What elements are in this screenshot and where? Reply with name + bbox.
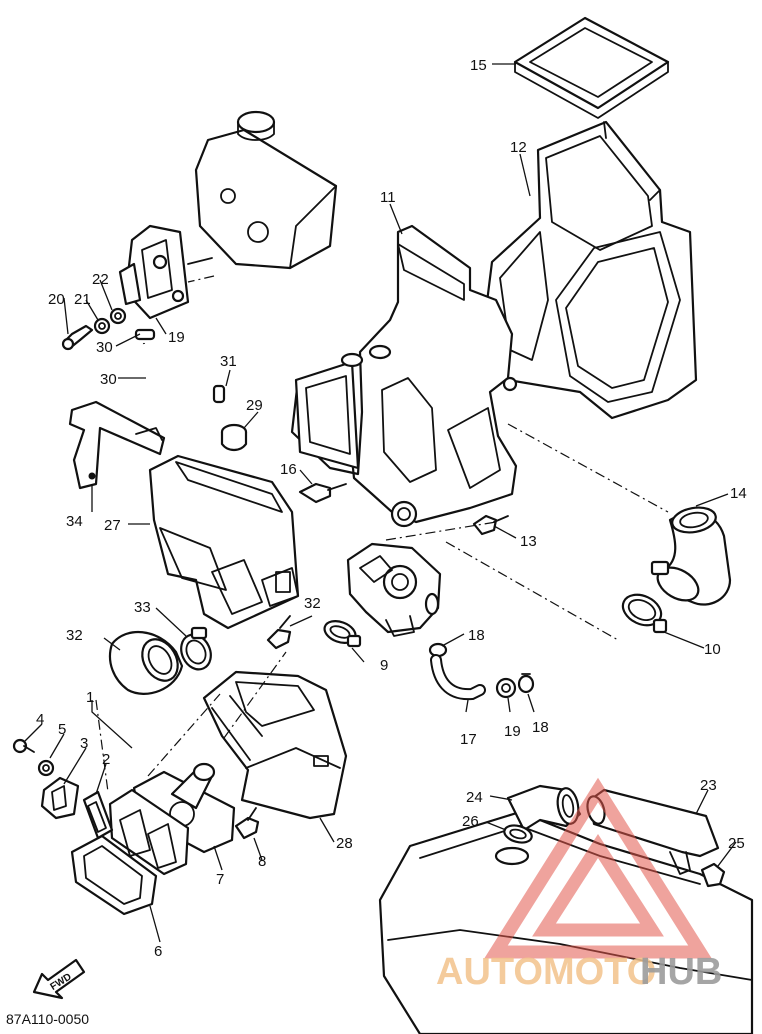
callout-24: 23 bbox=[700, 777, 717, 794]
clamp-part-9 bbox=[323, 620, 362, 648]
callout-21: 20 bbox=[48, 291, 65, 308]
callout-18-lower: 18 bbox=[532, 719, 549, 736]
forward-direction-arrow: FWD bbox=[32, 958, 86, 1000]
callout-19: 19 bbox=[504, 723, 521, 740]
callout-30: 29 bbox=[246, 397, 263, 414]
callout-12: 12 bbox=[510, 139, 527, 156]
callout-4: 4 bbox=[36, 711, 44, 728]
bolt-part-13 bbox=[472, 514, 509, 536]
callout-33: 32 bbox=[304, 595, 321, 612]
callout-9: 9 bbox=[380, 657, 388, 674]
callout-17: 17 bbox=[460, 731, 477, 748]
callout-34: 32 bbox=[66, 627, 83, 644]
bracket-part-36 bbox=[68, 400, 166, 490]
joint-part-14 bbox=[650, 506, 732, 606]
washer-part-5 bbox=[37, 759, 55, 777]
callout-20: 19 bbox=[168, 329, 185, 346]
clamp-part-35 bbox=[180, 626, 212, 671]
hose-part-34 bbox=[108, 631, 184, 695]
clip-part-32-lower bbox=[212, 384, 226, 404]
screw-part-4 bbox=[12, 738, 35, 754]
cover-part-29 bbox=[202, 670, 348, 820]
callout-32-left: 30 bbox=[96, 339, 113, 356]
callout-10: 10 bbox=[704, 641, 721, 658]
manifold-part-7 bbox=[132, 762, 236, 854]
reed-stopper-part-2 bbox=[82, 790, 114, 840]
airbox-cover-part-12 bbox=[484, 120, 698, 420]
gasket-part-27 bbox=[503, 824, 533, 844]
cap-part-30 bbox=[220, 423, 248, 452]
hose-part-31 bbox=[141, 342, 219, 421]
bolt-part-8 bbox=[234, 807, 260, 840]
bolt-part-21 bbox=[61, 324, 94, 351]
clamp-part-10 bbox=[621, 593, 668, 634]
clip-part-32 bbox=[134, 328, 156, 341]
callout-1: 1 bbox=[86, 689, 94, 706]
bolt-part-26 bbox=[700, 862, 726, 888]
valve-assembly-part-20 bbox=[118, 224, 213, 320]
callout-16: 16 bbox=[280, 461, 297, 478]
bolt-part-16 bbox=[298, 482, 347, 504]
callout-2: 2 bbox=[102, 751, 110, 768]
hose-part-17 bbox=[430, 654, 486, 701]
callout-32-right: 31 bbox=[220, 353, 237, 370]
reed-block-part-1 bbox=[108, 788, 190, 876]
callout-27: 26 bbox=[462, 813, 479, 830]
callout-29: 28 bbox=[336, 835, 353, 852]
watermark-text-automoto: AUTOMOTO bbox=[436, 951, 656, 993]
airbox-case-part-11 bbox=[290, 224, 518, 528]
automotohub-watermark-logo: AUTOMOTO HUB bbox=[436, 777, 722, 993]
callout-5: 5 bbox=[58, 721, 66, 738]
callout-18-upper: 18 bbox=[468, 627, 485, 644]
bolt-part-33 bbox=[266, 615, 292, 650]
washer-part-22 bbox=[93, 317, 111, 335]
carburetor bbox=[346, 542, 442, 637]
gasket-frame-part-15 bbox=[513, 16, 670, 119]
callout-3: 3 bbox=[80, 735, 88, 752]
callout-22: 21 bbox=[74, 291, 91, 308]
callout-35: 33 bbox=[134, 599, 151, 616]
callout-23: 22 bbox=[92, 271, 109, 288]
callout-7: 7 bbox=[216, 871, 224, 888]
callout-36: 34 bbox=[66, 513, 83, 530]
callout-13: 13 bbox=[520, 533, 537, 550]
muffler-silencer bbox=[378, 810, 754, 1034]
callout-15: 15 bbox=[470, 57, 487, 74]
washer-part-23 bbox=[109, 307, 127, 325]
callout-labels: 15 12 11 16 13 14 10 9 18 17 19 18 32 32… bbox=[36, 57, 747, 960]
reference-lines bbox=[95, 275, 669, 793]
callout-26: 25 bbox=[728, 835, 745, 852]
reed-petal-part-3 bbox=[40, 776, 80, 820]
watermark-text-hub: HUB bbox=[640, 951, 722, 993]
grommet-part-19 bbox=[495, 677, 517, 699]
callout-11: 11 bbox=[380, 189, 396, 206]
clip-part-18-lower bbox=[517, 673, 535, 694]
callout-31: 30 bbox=[100, 371, 117, 388]
callout-14: 14 bbox=[730, 485, 747, 502]
intake-box-part-28 bbox=[148, 454, 300, 630]
leader-lines bbox=[23, 63, 737, 943]
callout-25: 24 bbox=[466, 789, 483, 806]
drawing-code: 87A110-0050 bbox=[6, 1011, 89, 1027]
callout-6: 6 bbox=[154, 943, 162, 960]
callout-8: 8 bbox=[258, 853, 266, 870]
oil-tank bbox=[194, 110, 338, 270]
callout-28: 27 bbox=[104, 517, 121, 534]
